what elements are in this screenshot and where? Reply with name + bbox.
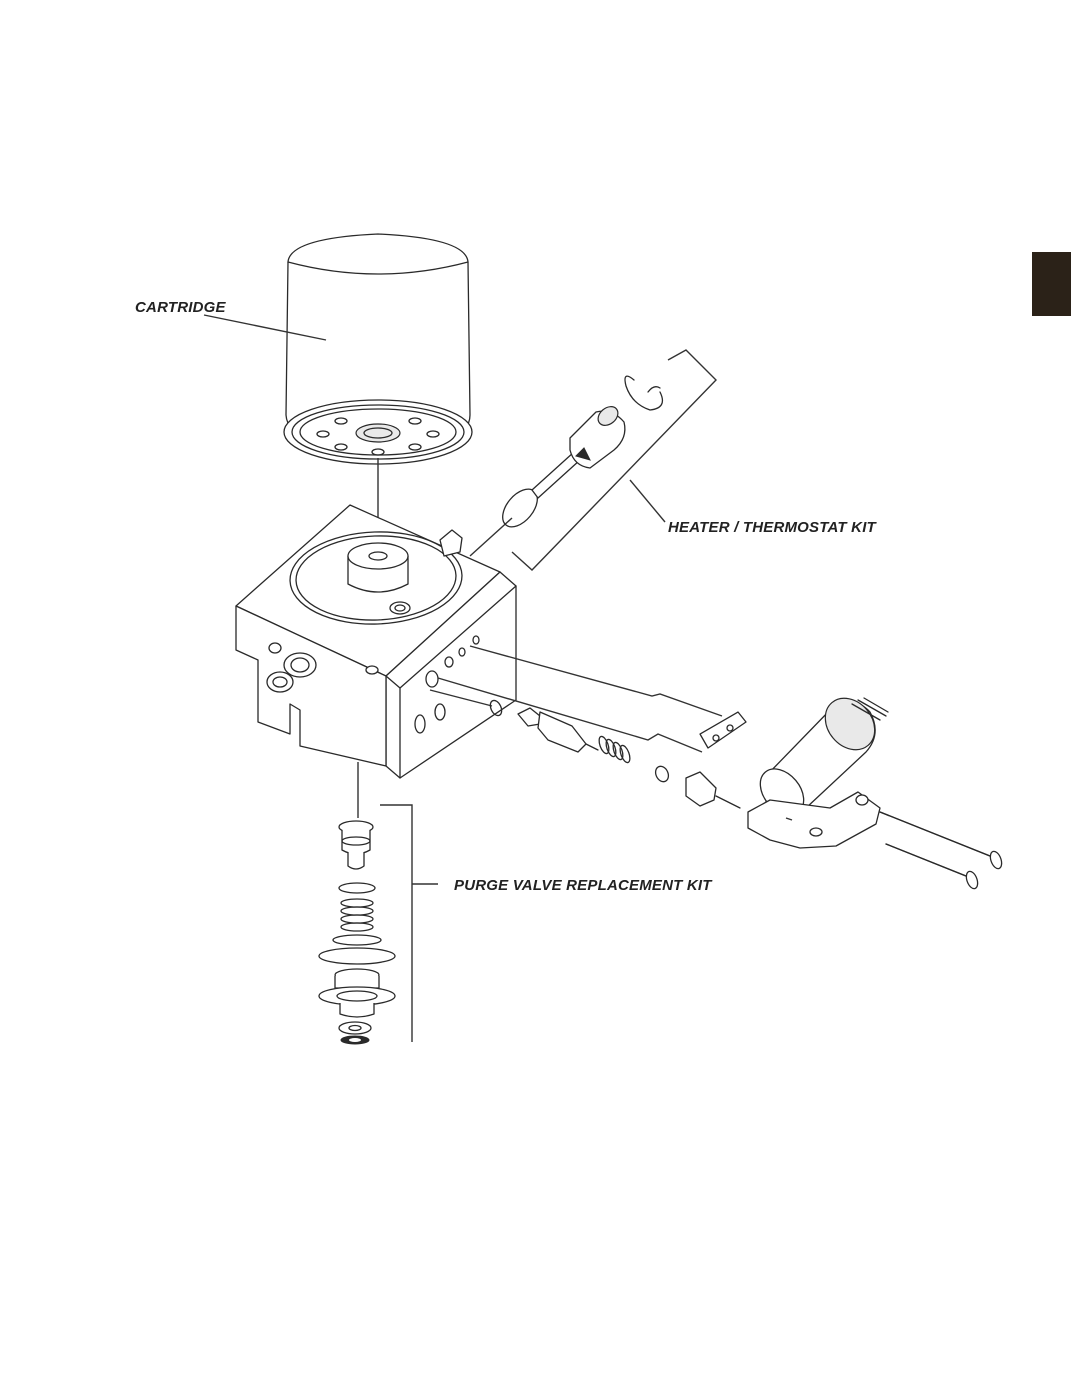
side-valve-drawing (429, 645, 1003, 890)
cartridge-drawing (283, 233, 473, 465)
cartridge-label: CARTRIDGE (135, 299, 226, 316)
cartridge-leader (203, 314, 327, 341)
dryer-body-drawing (235, 504, 517, 779)
heater-thermostat-drawing (469, 349, 717, 571)
purge-valve-replacement-kit-label: PURGE VALVE REPLACEMENT KIT (454, 877, 712, 894)
heater-thermostat-kit-label: HEATER / THERMOSTAT KIT (668, 519, 876, 536)
purge-valve-drawing (318, 762, 438, 1045)
heater-leader (629, 479, 666, 523)
section-tab-marker (1032, 252, 1071, 316)
